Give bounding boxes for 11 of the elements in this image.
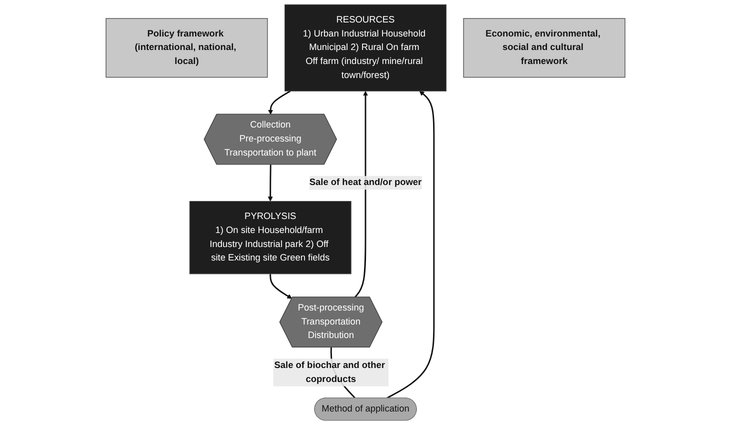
edge-label: Sale of biochar and other coproducts — [274, 360, 385, 384]
edge-label: Sale of heat and/or power — [309, 178, 422, 188]
arrow — [386, 90, 435, 399]
arrow — [354, 90, 368, 298]
node-box: Economic, environmental, social and cultural framework — [463, 18, 626, 78]
node-box: RESOURCES 1) Urban Industrial Household Municipal 2) Rural On farm Off farm (industry/ mine/rural town/forest) — [284, 4, 447, 92]
node-box: PYROLYSIS 1) On site Household/farm Industry Industrial park 2) Off site Existing site Green fields — [189, 200, 352, 274]
arrow — [268, 164, 273, 202]
arrow — [268, 90, 291, 115]
arrow — [270, 274, 292, 299]
node-box: Policy framework (international, national, local) — [106, 18, 268, 78]
